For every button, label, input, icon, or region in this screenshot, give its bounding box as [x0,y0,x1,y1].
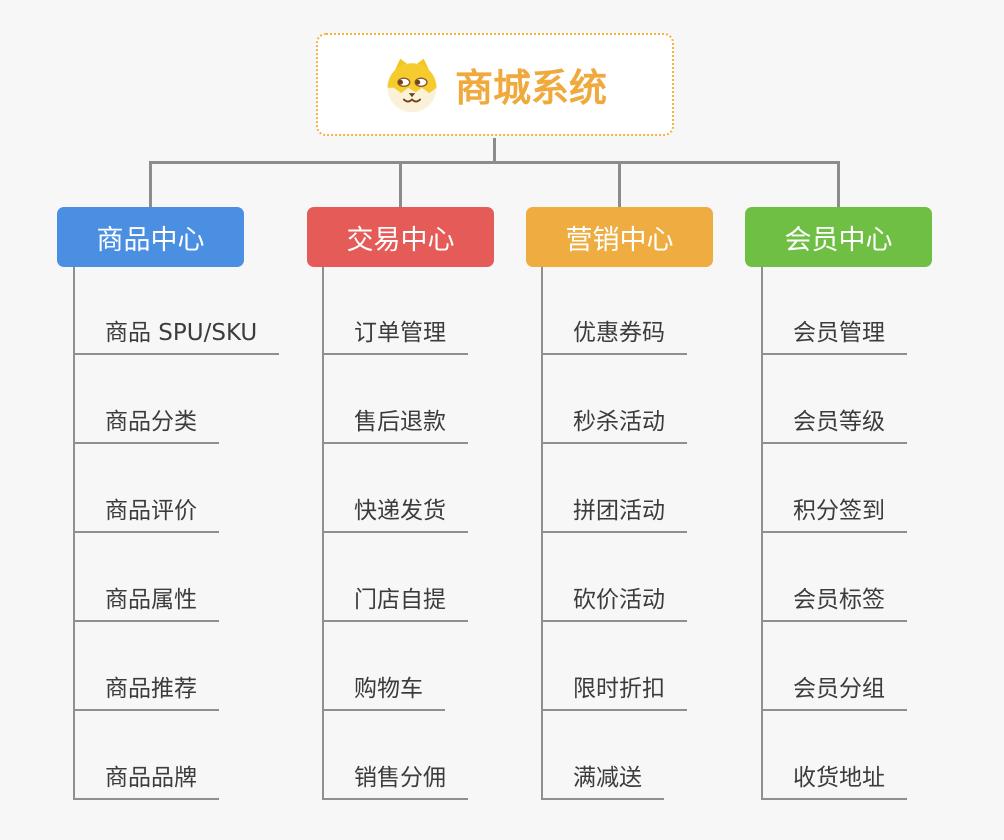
leaf-product-spu-sku[interactable]: 商品 SPU/SKU [73,317,280,355]
leaf-member-management[interactable]: 会员管理 [761,317,907,355]
connector-bus [149,161,840,164]
branch-node-member-center[interactable]: 会员中心 [745,207,932,267]
leaf-limited-time-discount[interactable]: 限时折扣 [541,673,687,711]
leaf-bargain-activity[interactable]: 砍价活动 [541,584,687,622]
leaf-shopping-cart[interactable]: 购物车 [322,673,445,711]
leaf-shipping-address[interactable]: 收货地址 [761,762,907,800]
connector-drop-product [149,161,152,207]
trunk-line-member [761,267,763,800]
branch-label: 营销中心 [565,224,674,256]
leaf-after-sales-refund[interactable]: 售后退款 [322,406,468,444]
leaf-product-review[interactable]: 商品评价 [73,495,219,533]
branch-node-product-center[interactable]: 商品中心 [57,207,244,267]
root-node[interactable]: 商城系统 [316,33,674,136]
leaf-sales-commission[interactable]: 销售分佣 [322,762,468,800]
leaf-group-buy[interactable]: 拼团活动 [541,495,687,533]
branch-label: 商品中心 [96,224,205,256]
connector-drop-member [837,161,840,207]
leaf-coupon-code[interactable]: 优惠券码 [541,317,687,355]
branch-node-trade-center[interactable]: 交易中心 [307,207,494,267]
leaf-full-reduction[interactable]: 满减送 [541,762,664,800]
branch-node-marketing-center[interactable]: 营销中心 [526,207,713,267]
leaf-store-pickup[interactable]: 门店自提 [322,584,468,622]
dog-face-icon [387,58,437,112]
leaf-member-tag[interactable]: 会员标签 [761,584,907,622]
leaf-express-shipping[interactable]: 快递发货 [322,495,468,533]
root-title: 商城系统 [454,66,607,110]
leaf-product-recommend[interactable]: 商品推荐 [73,673,219,711]
connector-root-drop [493,138,496,164]
leaf-order-management[interactable]: 订单管理 [322,317,468,355]
leaf-product-brand[interactable]: 商品品牌 [73,762,219,800]
leaf-flash-sale[interactable]: 秒杀活动 [541,406,687,444]
leaf-points-checkin[interactable]: 积分签到 [761,495,907,533]
branch-label: 交易中心 [346,224,455,256]
connector-drop-trade [399,161,402,207]
leaf-member-group[interactable]: 会员分组 [761,673,907,711]
trunk-line-product [73,267,75,800]
leaf-product-attribute[interactable]: 商品属性 [73,584,219,622]
trunk-line-trade [322,267,324,800]
leaf-product-category[interactable]: 商品分类 [73,406,219,444]
leaf-member-level[interactable]: 会员等级 [761,406,907,444]
trunk-line-marketing [541,267,543,800]
connector-drop-marketing [618,161,621,207]
branch-label: 会员中心 [784,224,893,256]
